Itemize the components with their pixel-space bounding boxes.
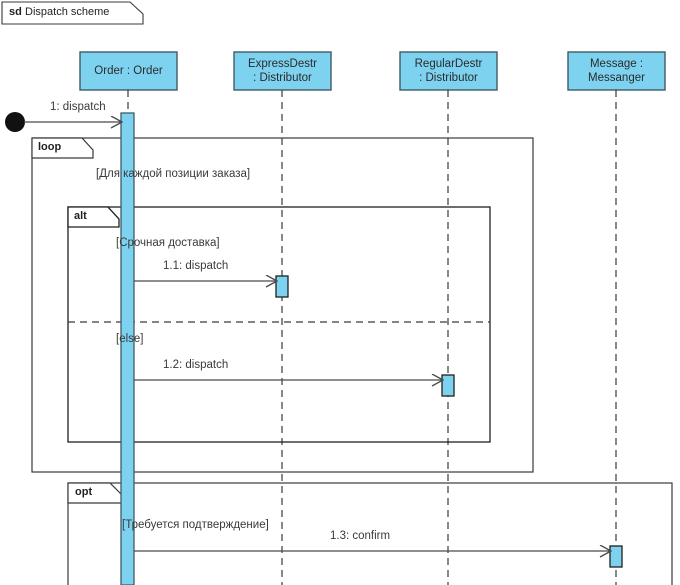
lifeline-label-message-line1: Message : xyxy=(589,58,644,70)
fragment-opt[interactable] xyxy=(67,482,673,585)
message-label-1-3: 1.3: confirm xyxy=(330,530,391,542)
diagram-frame-title: sd Dispatch scheme xyxy=(9,6,109,19)
guard-opt: [Требуется подтверждение] xyxy=(122,519,269,531)
lifeline-label-express: ExpressDestr : Distributor xyxy=(234,57,331,85)
activation-message xyxy=(609,545,623,568)
diagram-title-text: Dispatch scheme xyxy=(25,6,110,18)
activation-regular xyxy=(441,374,455,397)
fragment-loop[interactable] xyxy=(31,137,534,473)
found-message-dot xyxy=(5,112,25,132)
guard-alt: [Срочная доставка] xyxy=(116,237,220,249)
lifeline-label-order-line1: Order : Order xyxy=(94,65,163,77)
activation-express xyxy=(275,275,289,298)
diagram-kind-keyword: sd xyxy=(9,6,22,18)
lifeline-label-regular-line2: : Distributor xyxy=(419,72,478,84)
lifeline-label-express-line1: ExpressDestr xyxy=(247,58,318,70)
lifeline-label-order: Order : Order xyxy=(80,64,177,78)
message-label-1: 1: dispatch xyxy=(50,101,106,113)
lifeline-label-express-line2: : Distributor xyxy=(253,72,312,84)
fragment-operator-opt: opt xyxy=(75,486,93,498)
fragment-operator-alt: alt xyxy=(74,210,87,222)
lifeline-head-order[interactable] xyxy=(79,51,178,91)
lifeline-label-regular: RegularDestr : Distributor xyxy=(400,57,497,85)
fragment-operator-loop: loop xyxy=(38,141,62,153)
message-label-1-2: 1.2: dispatch xyxy=(163,359,229,371)
lifeline-label-regular-line1: RegularDestr xyxy=(414,58,483,70)
lifeline-label-message-line2: Messanger xyxy=(588,72,645,84)
guard-loop: [Для каждой позиции заказа] xyxy=(96,168,251,180)
message-label-1-1: 1.1: dispatch xyxy=(163,260,229,272)
diagram-frame-header xyxy=(1,1,144,25)
guard-alt-else: [else] xyxy=(116,333,144,345)
lifeline-label-message: Message : Messanger xyxy=(568,57,665,85)
fragment-alt[interactable] xyxy=(67,206,491,443)
activation-order xyxy=(120,112,135,585)
lifeline-head-message[interactable] xyxy=(567,51,666,91)
lifeline-head-regular[interactable] xyxy=(399,51,498,91)
